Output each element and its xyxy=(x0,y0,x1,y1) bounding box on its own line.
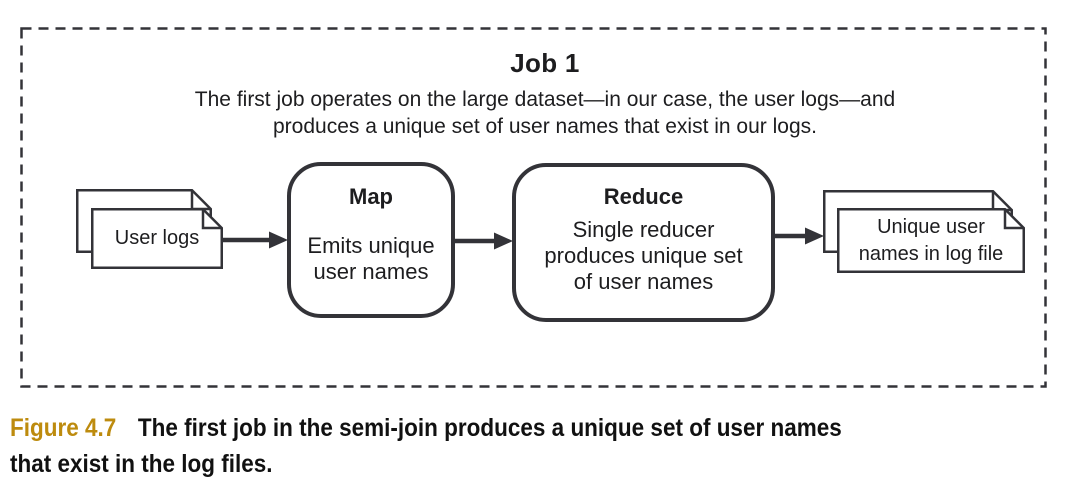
map-body-line2: user names xyxy=(313,259,429,284)
map-body: Emits unique user names xyxy=(291,233,451,285)
flow-arrow-icon xyxy=(222,231,288,249)
map-body-line1: Emits unique xyxy=(307,233,435,258)
map-title: Map xyxy=(349,184,393,209)
figure-caption-line1: The first job in the semi-join produces … xyxy=(137,414,842,442)
reduce-body-line2: produces unique set xyxy=(544,243,743,268)
job-description-line2: produces a unique set of user names that… xyxy=(273,115,817,138)
reduce-body: Single reducer produces unique set of us… xyxy=(516,217,771,295)
figure-caption: Figure 4.7 The first job in the semi-join… xyxy=(10,410,1072,482)
map-node: Map Emits unique user names xyxy=(287,162,455,318)
document-page-icon xyxy=(837,208,1025,273)
input-document-stack: User logs xyxy=(76,189,226,271)
job-title: Job 1 xyxy=(510,48,580,78)
reduce-body-line1: Single reducer xyxy=(572,217,715,242)
output-docs-label-text: Unique user names in log file xyxy=(859,214,1004,268)
output-docs-label-line1: Unique user xyxy=(877,215,985,238)
flow-arrow-icon xyxy=(774,227,824,245)
output-docs-label: Unique user names in log file xyxy=(837,208,1025,273)
reduce-title: Reduce xyxy=(603,184,684,209)
figure-caption-line2: that exist in the log files. xyxy=(10,450,273,478)
reduce-body-line3: of user names xyxy=(573,269,714,294)
reduce-node: Reduce Single reducer produces unique se… xyxy=(512,163,775,322)
job-description: The first job operates on the large data… xyxy=(40,86,1050,140)
job-header: Job 1 The first job operates on the larg… xyxy=(40,48,1050,140)
input-docs-label: User logs xyxy=(114,227,200,249)
output-document-stack: Unique user names in log file xyxy=(823,190,1027,276)
job-description-line1: The first job operates on the large data… xyxy=(194,88,896,111)
figure-caption-label: Figure 4.7 xyxy=(10,414,117,442)
job1-dashed-frame xyxy=(20,27,1047,388)
output-docs-label-line2: names in log file xyxy=(858,242,1004,265)
flow-arrow-icon xyxy=(454,232,513,250)
document-page-icon xyxy=(91,208,223,269)
